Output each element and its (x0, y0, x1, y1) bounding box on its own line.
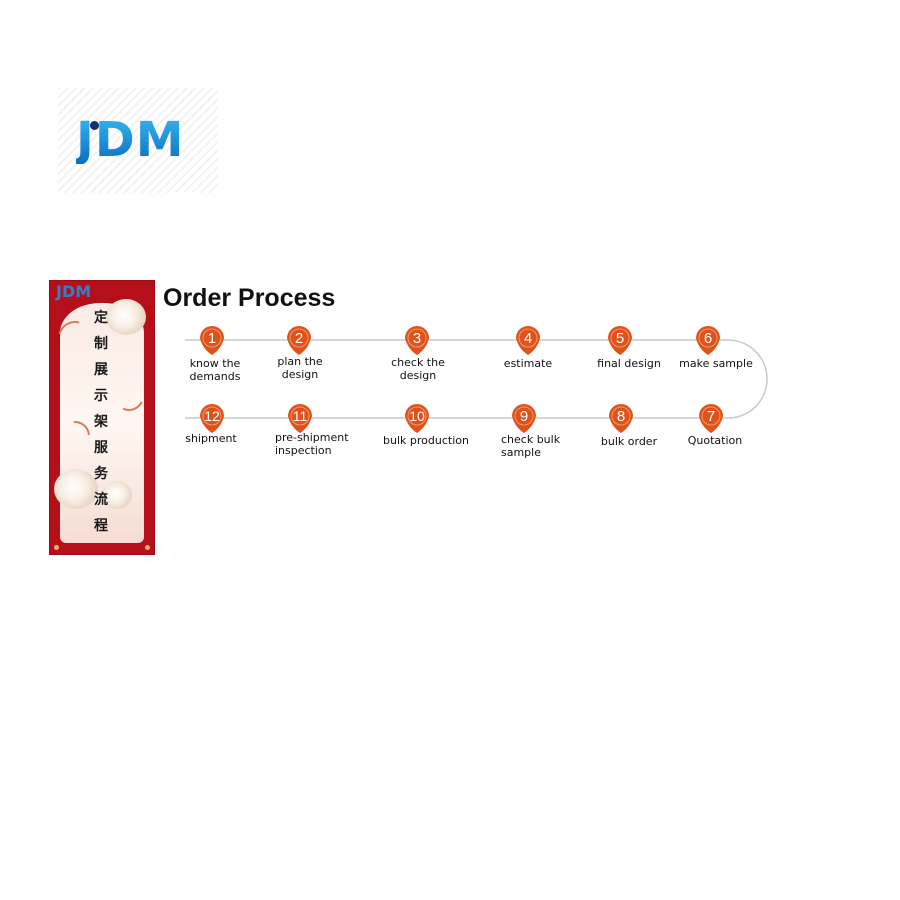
step-marker-7: 7 (699, 404, 723, 433)
step-label-10: bulk production (383, 434, 469, 447)
step-marker-6: 6 (696, 326, 720, 355)
step-number: 6 (704, 330, 712, 347)
banner-vertical-text: 定制展示架服务流程 (90, 305, 112, 539)
step-number: 7 (707, 408, 715, 425)
marker-ring (202, 406, 222, 426)
banner-char: 定 (94, 310, 108, 326)
marker-shape (699, 404, 723, 433)
step-marker-5: 5 (608, 326, 632, 355)
marker-ring (202, 328, 222, 348)
marker-shape (609, 404, 633, 433)
marker-ring (701, 406, 721, 426)
step-number: 1 (208, 330, 216, 347)
step-number: 2 (295, 330, 303, 347)
step-label-11: pre-shipment inspection (275, 431, 349, 457)
marker-shape (608, 326, 632, 355)
marker-shape (288, 404, 312, 433)
diagram-title: Order Process (163, 284, 336, 312)
step-label-5: final design (597, 357, 661, 370)
marker-ring (407, 406, 427, 426)
marker-shape (405, 326, 429, 355)
step-marker-3: 3 (405, 326, 429, 355)
step-label-6: make sample (679, 357, 753, 370)
marker-shape (512, 404, 536, 433)
banner-char: 架 (94, 414, 108, 430)
banner-char: 务 (94, 466, 108, 482)
banner-char: 程 (94, 518, 108, 534)
step-number: 10 (409, 408, 425, 424)
brand-logo-dot (90, 121, 99, 130)
marker-shape (200, 326, 224, 355)
marker-ring (407, 328, 427, 348)
step-label-4: estimate (503, 357, 553, 370)
marker-ring (518, 328, 538, 348)
brand-logo: JDM (58, 88, 218, 193)
marker-shape (696, 326, 720, 355)
step-number: 5 (616, 330, 624, 347)
marker-ring (514, 406, 534, 426)
marker-shape (516, 326, 540, 355)
banner-char: 制 (94, 336, 108, 352)
step-number: 11 (293, 408, 308, 424)
rose-decoration (54, 469, 98, 509)
step-label-9: check bulk sample (501, 433, 561, 459)
banner-char: 流 (94, 492, 108, 508)
marker-ring (611, 406, 631, 426)
banner-char: 服 (94, 440, 108, 456)
step-number: 3 (413, 330, 421, 347)
step-label-1: know the demands (189, 357, 241, 383)
step-marker-11: 11 (288, 404, 312, 433)
marker-shape (405, 404, 429, 433)
marker-ring (698, 328, 718, 348)
banner-char: 示 (94, 388, 108, 404)
step-label-8: bulk order (600, 435, 658, 448)
corner-dot (145, 545, 150, 550)
step-number: 8 (617, 408, 625, 425)
step-marker-1: 1 (200, 326, 224, 355)
process-track (185, 339, 768, 419)
step-marker-10: 10 (405, 404, 429, 433)
corner-dot (54, 545, 59, 550)
marker-shape (200, 404, 224, 433)
step-label-3: check the design (391, 356, 445, 382)
step-marker-9: 9 (512, 404, 536, 433)
rose-decoration (106, 299, 146, 335)
step-marker-12: 12 (200, 404, 224, 433)
step-number: 4 (524, 330, 532, 347)
marker-ring (610, 328, 630, 348)
step-label-2: plan the design (277, 355, 323, 381)
step-marker-2: 2 (287, 326, 311, 355)
step-marker-4: 4 (516, 326, 540, 355)
marker-ring (290, 406, 310, 426)
step-label-7: Quotation (687, 434, 743, 447)
rose-decoration (102, 481, 132, 509)
step-label-12: shipment (185, 432, 237, 445)
step-marker-8: 8 (609, 404, 633, 433)
marker-ring (289, 328, 309, 348)
marker-shape (287, 326, 311, 355)
step-number: 12 (204, 408, 220, 424)
banner-logo: JDM (56, 282, 92, 301)
banner-stand-image: JDM 定制展示架服务流程 (50, 281, 154, 554)
banner-char: 展 (94, 362, 108, 378)
step-number: 9 (520, 408, 528, 425)
